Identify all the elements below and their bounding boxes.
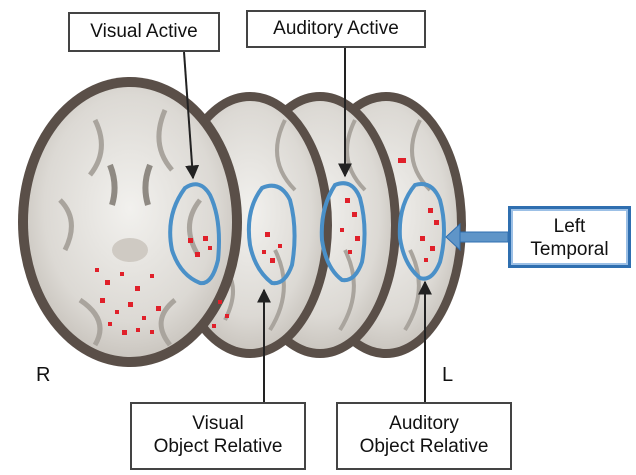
- label-auditory-active: Auditory Active: [246, 10, 426, 48]
- label-left-temporal: Left Temporal: [508, 206, 631, 268]
- arrow-left-temporal: [446, 224, 508, 250]
- label-left-hemisphere: L: [442, 364, 453, 387]
- label-visual-object-relative: Visual Object Relative: [130, 402, 306, 470]
- label-right-hemisphere: R: [36, 364, 50, 387]
- brain-slice-1: [18, 77, 242, 367]
- label-visual-active: Visual Active: [68, 12, 220, 52]
- label-auditory-object-relative: Auditory Object Relative: [336, 402, 512, 470]
